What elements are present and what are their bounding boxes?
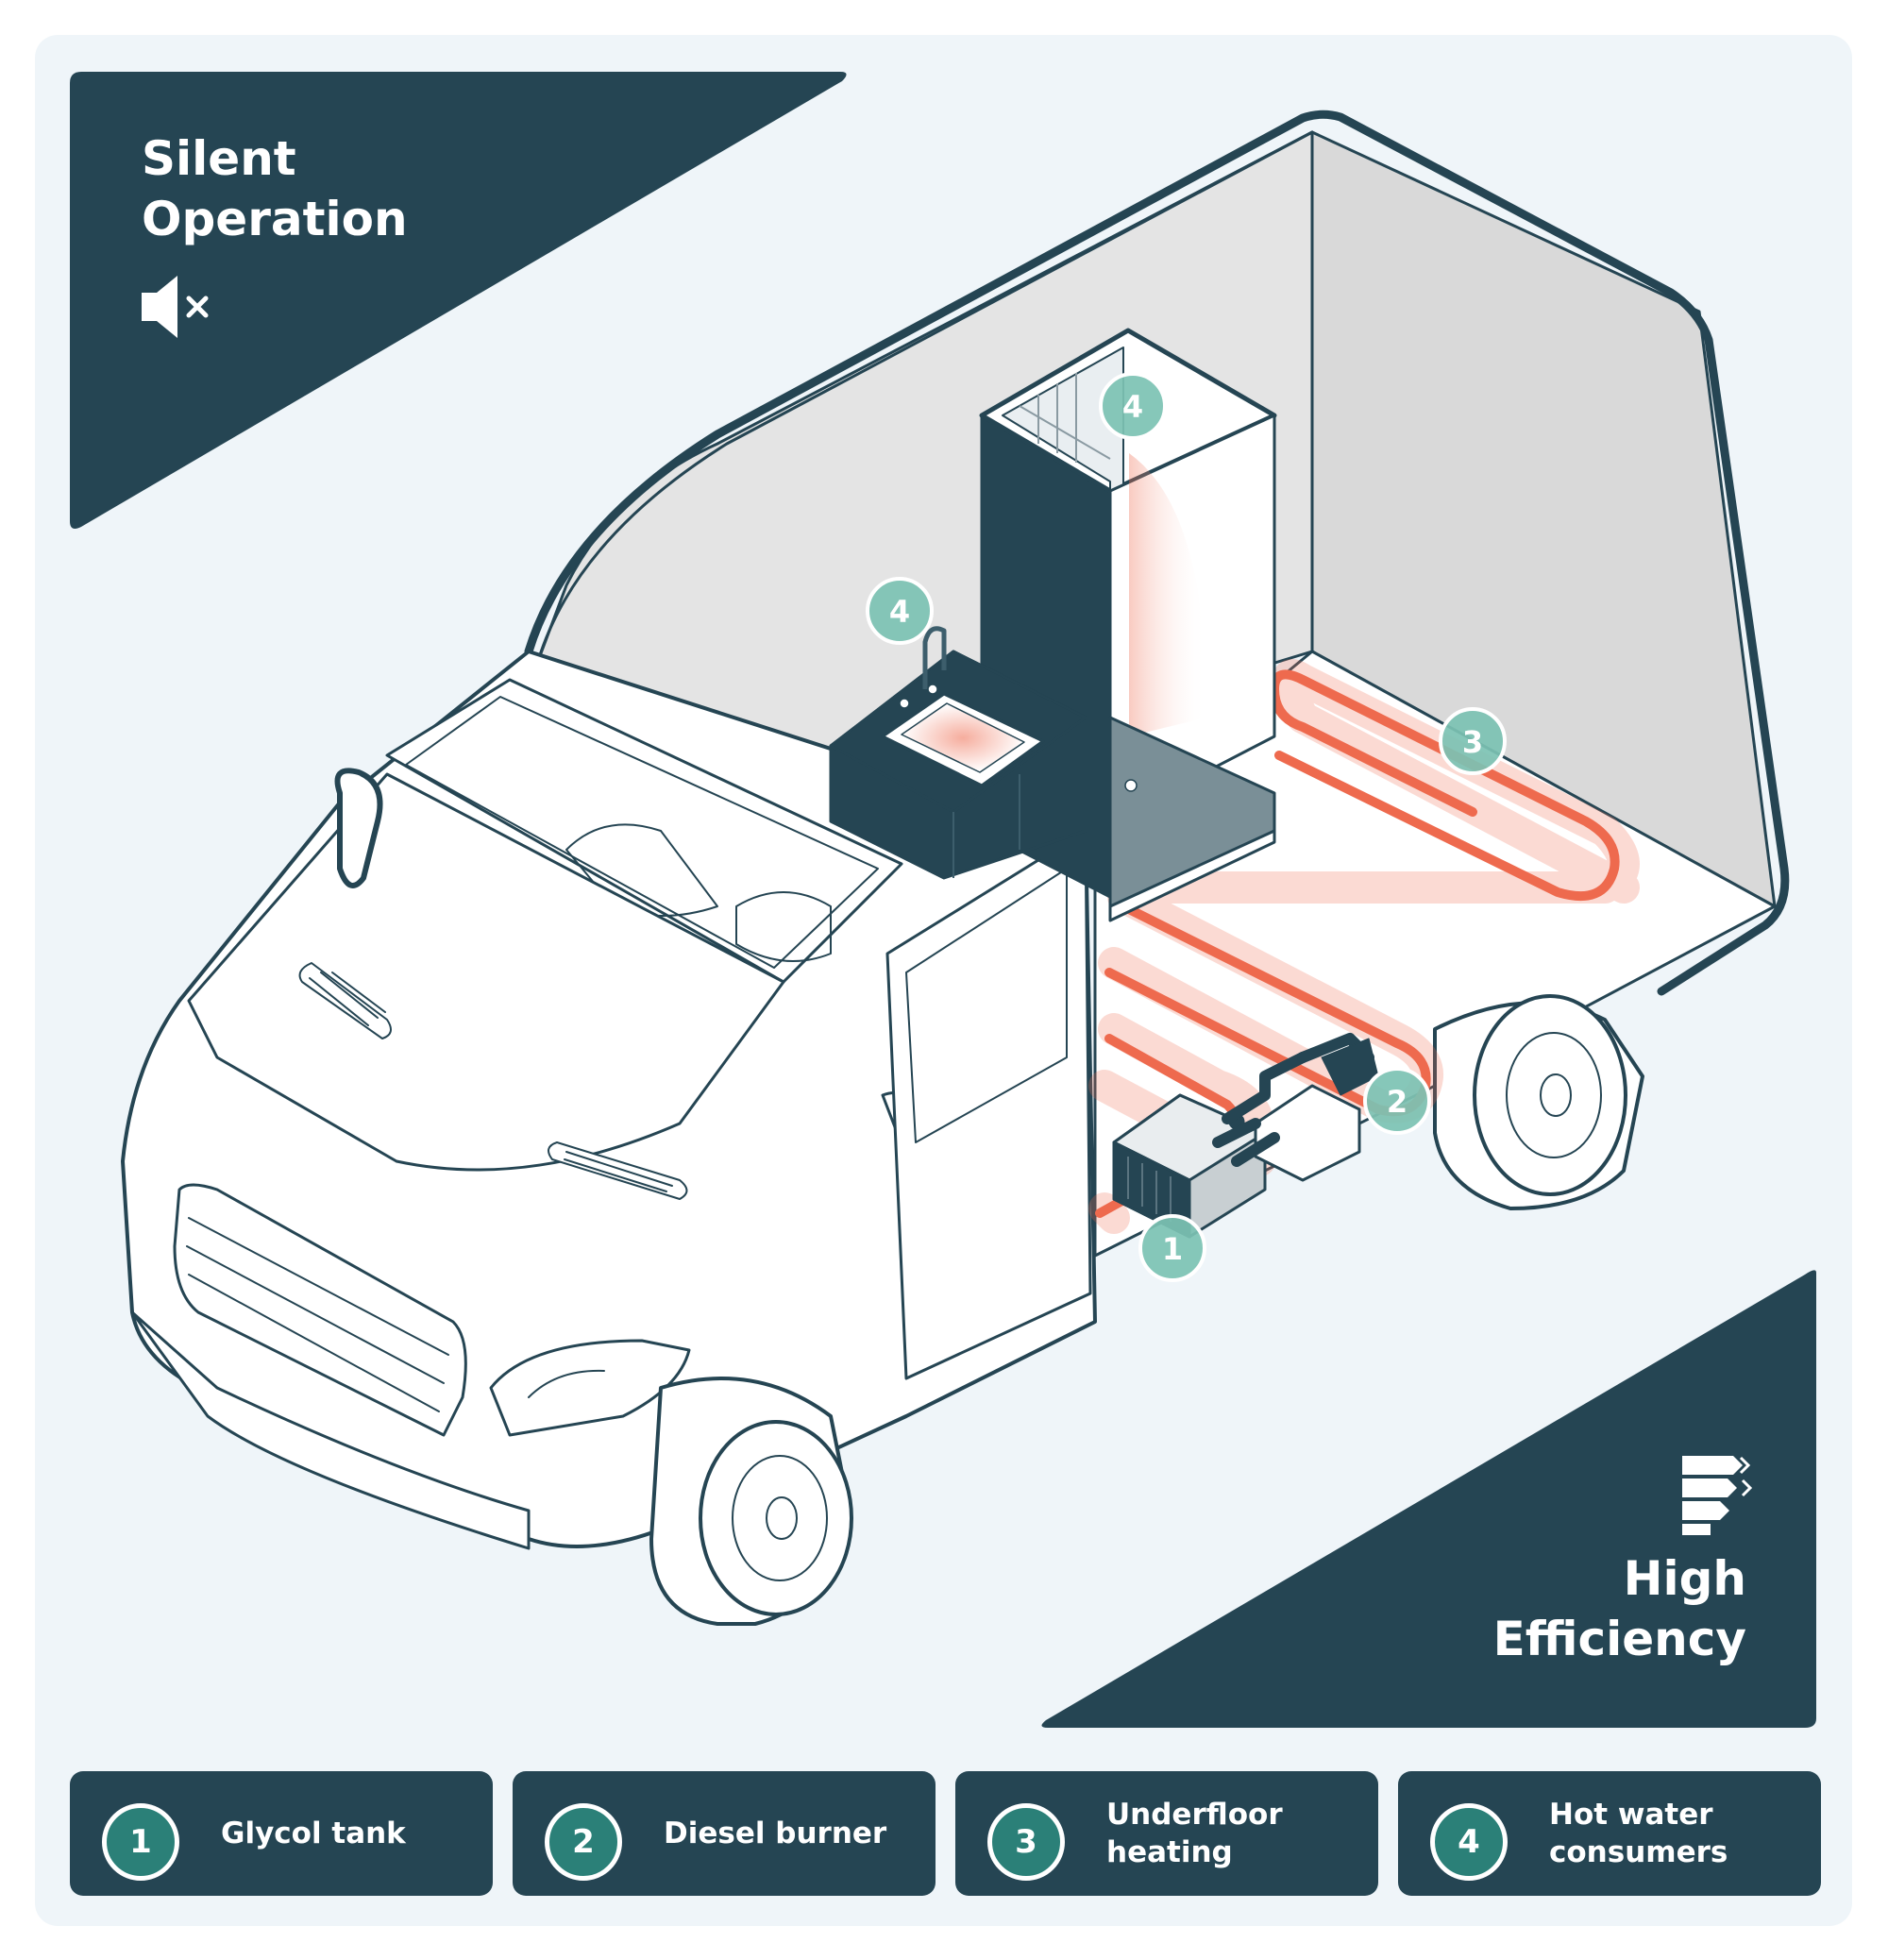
hood xyxy=(187,772,785,1172)
side-mirror xyxy=(334,768,383,888)
diesel-burner-pipes xyxy=(1212,1052,1308,1167)
marker-layer: 1 2 3 4 4 xyxy=(866,372,1507,1282)
legend-item-underfloor-heating: 3 Underfloor heating xyxy=(955,1771,1378,1896)
windshield xyxy=(385,678,903,984)
sink-cabinet xyxy=(829,626,1087,880)
side-door xyxy=(885,829,1092,1380)
legend-label: Hot water consumers xyxy=(1549,1798,1728,1869)
efficiency-bars-icon xyxy=(1682,1456,1753,1535)
silent-operation-banner xyxy=(70,72,847,529)
hood-vent-left xyxy=(298,962,392,1039)
legend-number: 2 xyxy=(545,1803,622,1881)
legend-number: 3 xyxy=(987,1803,1065,1881)
shower-heat-glow xyxy=(1129,453,1207,736)
legend-item-glycol-tank: 1 Glycol tank xyxy=(70,1771,493,1896)
legend-number: 1 xyxy=(102,1803,179,1881)
legend-label: Underfloor heating xyxy=(1106,1798,1283,1869)
legend-item-hot-water-consumers: 4 Hot water consumers xyxy=(1398,1771,1821,1896)
rear-wheel xyxy=(1433,994,1644,1210)
svg-text:4: 4 xyxy=(889,594,910,630)
svg-text:3: 3 xyxy=(1462,724,1483,760)
svg-text:4: 4 xyxy=(1122,389,1143,425)
marker-shower: 4 xyxy=(1099,372,1167,440)
legend-item-diesel-burner: 2 Diesel burner xyxy=(513,1771,936,1896)
marker-underfloor-heating: 3 xyxy=(1439,707,1507,775)
silent-operation-title: Silent Operation xyxy=(142,131,408,246)
hood-vent-right xyxy=(548,1141,688,1200)
legend-label: Diesel burner xyxy=(664,1816,887,1850)
high-efficiency-title: High Efficiency xyxy=(1492,1551,1746,1666)
grille xyxy=(173,1183,467,1437)
front-bumper xyxy=(130,1310,531,1550)
speaker-muted-icon xyxy=(142,276,209,338)
svg-text:1: 1 xyxy=(1162,1231,1183,1267)
sink-faucet xyxy=(922,626,947,689)
roof-shell xyxy=(524,110,1790,996)
legend-label: Glycol tank xyxy=(221,1816,406,1850)
high-efficiency-banner xyxy=(1041,1270,1816,1728)
legend-number: 4 xyxy=(1430,1803,1508,1881)
marker-glycol-tank: 1 xyxy=(1138,1214,1206,1282)
marker-sink: 4 xyxy=(866,577,934,645)
headlight xyxy=(489,1339,691,1437)
svg-text:2: 2 xyxy=(1387,1084,1408,1120)
front-wheel xyxy=(649,1377,853,1626)
marker-diesel-burner: 2 xyxy=(1363,1067,1431,1135)
